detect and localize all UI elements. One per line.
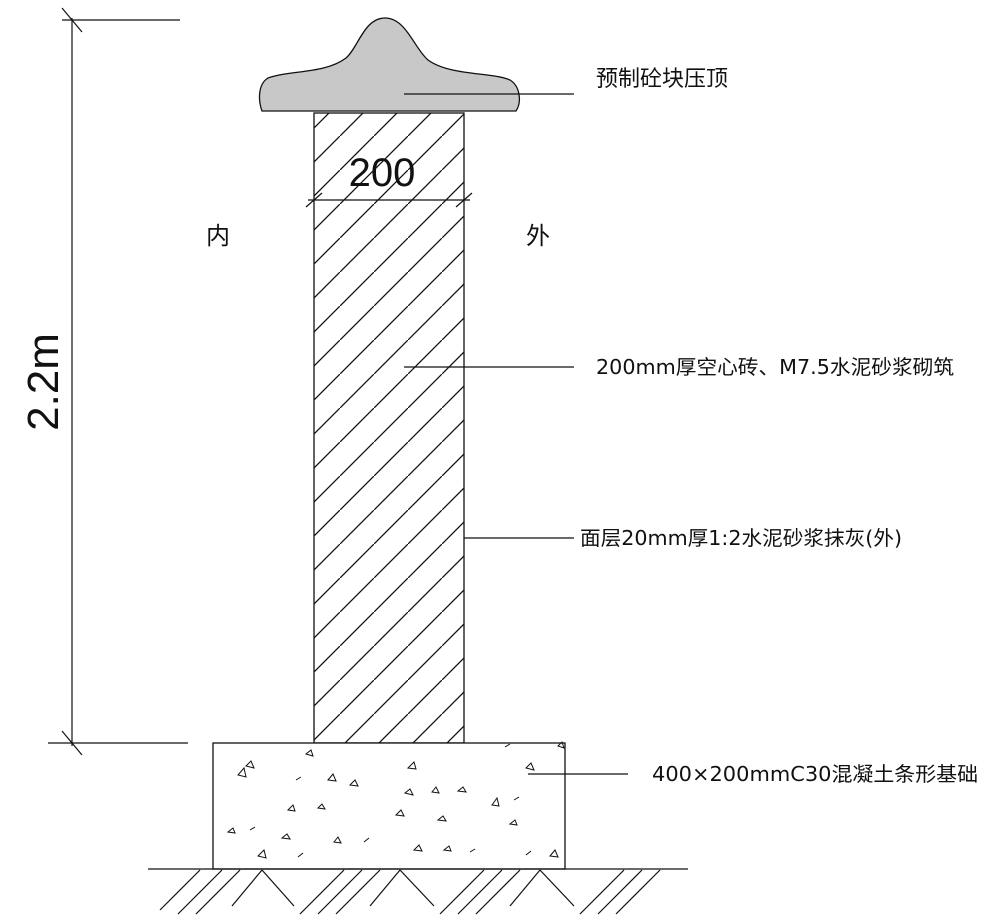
height-dimension <box>48 7 188 756</box>
footing-label: 400×200mmC30混凝土条形基础 <box>652 762 978 786</box>
wall-width-dimension <box>305 192 473 208</box>
render-label: 面层20mm厚1:2水泥砂浆抹灰(外) <box>580 526 902 550</box>
strip-footing <box>212 741 566 870</box>
brick-wall <box>313 112 465 744</box>
ground <box>148 868 688 915</box>
earth-hatching <box>159 869 661 915</box>
height-dimension-text: 2.2m <box>19 333 68 431</box>
inside-label: 内 <box>206 222 230 250</box>
wall-label: 200mm厚空心砖、M7.5水泥砂浆砌筑 <box>596 355 954 379</box>
leader-lines <box>404 93 628 775</box>
concrete-aggregate <box>226 741 565 859</box>
cap-label: 预制砼块压顶 <box>596 67 728 92</box>
coping-cap <box>258 17 521 112</box>
outside-label: 外 <box>526 222 550 250</box>
wall-width-text: 200 <box>349 151 416 195</box>
